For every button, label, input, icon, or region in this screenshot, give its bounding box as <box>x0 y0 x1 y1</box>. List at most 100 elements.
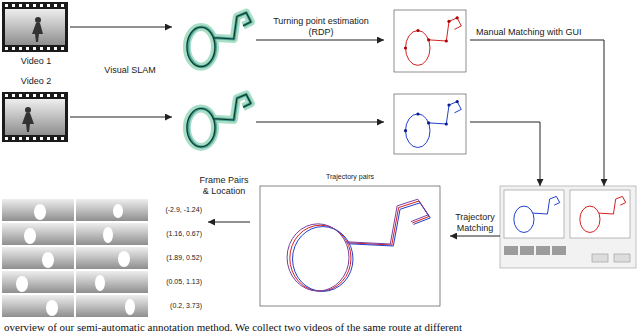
frame-pair-thumbnails <box>2 271 74 293</box>
video-film-strip <box>5 137 8 140</box>
step-label: Turning point estimation (RDP) <box>262 16 380 37</box>
frame-pair-thumbnails <box>76 223 148 245</box>
flow-arrow <box>470 40 604 186</box>
trajectory-pairs-plot <box>287 199 428 291</box>
location-coordinate: (1.89, 0.52) <box>166 254 202 262</box>
video-panel: Video 1 <box>2 2 70 66</box>
frame-pair-thumbnails <box>76 271 148 293</box>
video-film-strip <box>25 107 31 113</box>
slam-point-cloud <box>187 94 251 146</box>
location-coordinate: (-2.9, -1.24) <box>165 206 202 214</box>
matching-gui <box>580 196 626 232</box>
video-film-strip <box>2 92 68 142</box>
video-film-strip <box>5 4 8 7</box>
video-film-strip <box>47 4 50 7</box>
matching-gui <box>592 254 608 262</box>
frame-pair-thumbnails <box>34 204 46 220</box>
trajectory-plot <box>406 102 462 148</box>
video-film-strip <box>19 4 22 7</box>
slam-point-cloud <box>187 13 251 67</box>
frame-pair-thumbnails <box>76 247 148 269</box>
matching-gui <box>500 186 636 268</box>
video-film-strip <box>54 137 57 140</box>
video-film-strip <box>47 94 50 97</box>
trajectory-plot <box>416 112 419 115</box>
slam-point-cloud <box>187 13 251 67</box>
video-film-strip <box>54 4 57 7</box>
flow-arrow <box>208 222 250 223</box>
location-coordinate: (0.05, 1.13) <box>166 278 202 286</box>
trajectory-pairs-plot <box>290 201 429 291</box>
matching-gui <box>500 186 636 268</box>
trajectory-plot <box>445 39 448 42</box>
flow-arrow <box>470 122 540 186</box>
trajectory-plot <box>447 103 450 106</box>
video-panel: Video 2 <box>2 76 70 144</box>
video-film-strip <box>35 17 41 23</box>
matching-gui <box>552 246 566 255</box>
frame-pair-thumbnails <box>103 227 113 243</box>
frame-pair-thumbnails <box>16 276 28 292</box>
video-film-strip <box>19 94 22 97</box>
video-film-strip <box>61 47 64 50</box>
frame-pairs-panel: (-2.9, -1.24) (1.16, 0.67) (1.89, 0.52) (0.… <box>2 198 208 318</box>
video-film-strip <box>33 47 36 50</box>
matching-gui <box>614 254 630 262</box>
flow-arrow <box>450 236 500 237</box>
video-film-strip <box>19 47 22 50</box>
panel-label: Video 1 <box>21 56 51 66</box>
plot-title: Trajectory pairs <box>326 173 374 181</box>
trajectory-plot <box>394 94 466 154</box>
video-film-strip <box>61 137 64 140</box>
video-film-strip <box>47 47 50 50</box>
video-film-strip <box>5 99 65 135</box>
video-film-strip <box>26 94 29 97</box>
frame-pair-thumbnails <box>2 295 74 317</box>
trajectory-pairs-plot <box>260 186 440 306</box>
trajectory-plot <box>456 100 459 103</box>
trajectory-plot <box>406 18 462 66</box>
video-film-strip <box>40 47 43 50</box>
video-film-strip <box>12 47 15 50</box>
trajectory-plot <box>447 20 450 23</box>
trajectory-plot <box>404 46 407 49</box>
trajectory-plot <box>394 10 466 72</box>
step-label: Frame Pairs & Location <box>196 175 252 196</box>
video-film-strip <box>12 4 15 7</box>
slam-point-cloud <box>172 84 256 156</box>
video-film-strip <box>61 94 64 97</box>
frame-pair-thumbnails <box>113 204 123 218</box>
video-film-strip <box>12 94 15 97</box>
video-film-strip <box>12 137 15 140</box>
step-label: Visual SLAM <box>92 65 168 75</box>
flow-arrow <box>256 122 384 123</box>
matching-gui <box>504 246 566 255</box>
video-film-strip <box>32 23 43 42</box>
trajectory-pairs-plot <box>293 203 431 292</box>
trajectory-plot <box>404 16 459 49</box>
video-film-strip <box>26 47 29 50</box>
matching-gui <box>536 246 550 255</box>
frame-pair-thumbnails <box>125 299 135 315</box>
video-film-strip <box>5 9 65 45</box>
video-film-strip <box>2 92 68 142</box>
trajectory-plot <box>445 122 448 125</box>
location-coordinate: (1.16, 0.67) <box>166 230 202 238</box>
matching-gui <box>504 246 518 255</box>
trajectory-plot <box>427 121 430 124</box>
video-film-strip <box>5 94 64 140</box>
trajectory-plot <box>404 100 459 132</box>
slam-map <box>172 84 256 156</box>
trajectory-pairs-plot: Trajectory pairs <box>250 172 450 316</box>
video-film-strip <box>22 113 34 132</box>
frame-pair-thumbnails <box>118 251 130 267</box>
matching-gui <box>504 190 564 238</box>
video-film-strip <box>2 2 68 52</box>
trajectory-plot <box>394 10 466 72</box>
video-film-strip <box>26 137 29 140</box>
frame-pair-thumbnails <box>76 199 148 221</box>
video-film-strip <box>54 94 57 97</box>
video-film-strip <box>40 137 43 140</box>
